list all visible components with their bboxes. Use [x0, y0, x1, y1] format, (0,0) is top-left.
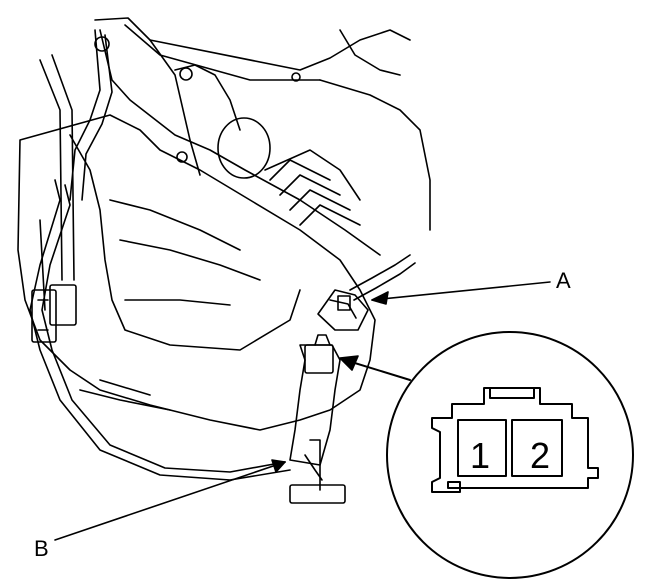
pin-number-2: 2 [530, 435, 551, 476]
callout-label-b: B [34, 536, 49, 561]
body-frame [94, 17, 431, 256]
leader-b [54, 459, 286, 541]
detail-connector [431, 387, 599, 493]
harness-wire [349, 254, 416, 301]
leader-a [371, 281, 551, 305]
connector-a [317, 289, 369, 331]
detail-circle [386, 331, 634, 579]
pin-number-1: 1 [470, 435, 491, 476]
washer-reservoir [17, 114, 376, 431]
mounting-bracket [29, 29, 291, 481]
callout-label-a: A [556, 268, 571, 293]
detail-arrow [339, 355, 411, 381]
washer-motor [289, 334, 346, 504]
side-connector [31, 284, 77, 343]
